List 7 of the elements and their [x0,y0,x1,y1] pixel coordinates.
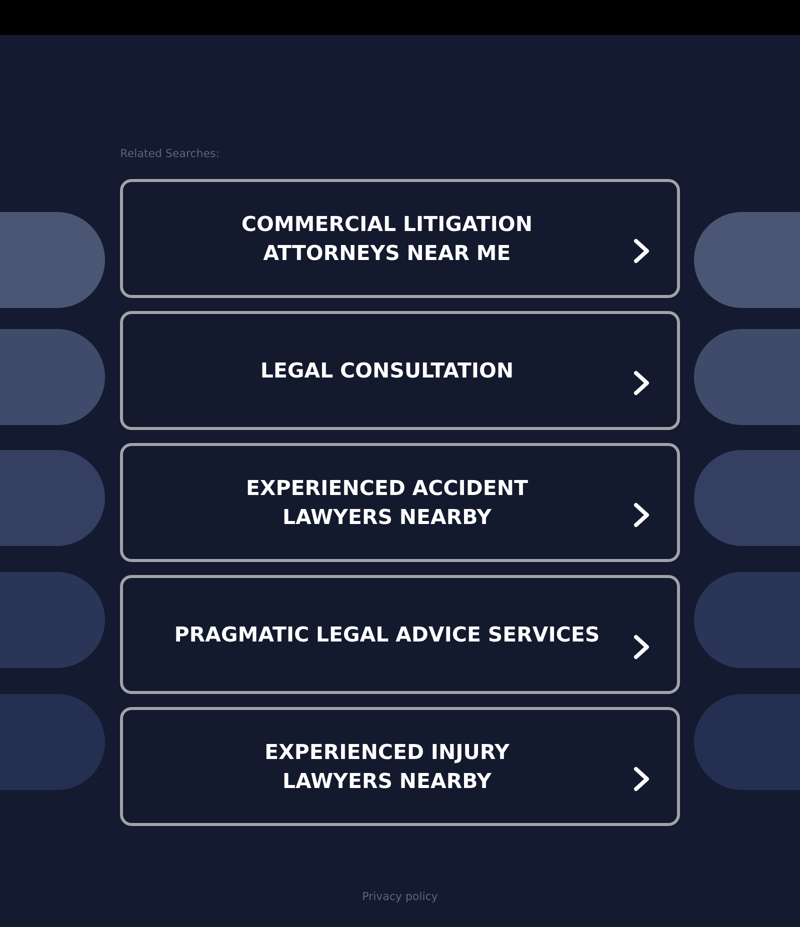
link-button: COMMERCIAL LITIGATION ATTORNEYS NEAR ME [120,179,680,298]
link-button: LEGAL CONSULTATION [120,311,680,430]
footer-link: Privacy policy [363,892,438,902]
link-button: EXPERIENCED ACCIDENT LAWYERS NEARBY [120,443,680,562]
link-button: PRAGMATIC LEGAL ADVICE SERVICES [120,575,680,694]
heading: Related Searches: [121,148,218,158]
link-button: EXPERIENCED INJURY LAWYERS NEARBY [120,707,680,826]
